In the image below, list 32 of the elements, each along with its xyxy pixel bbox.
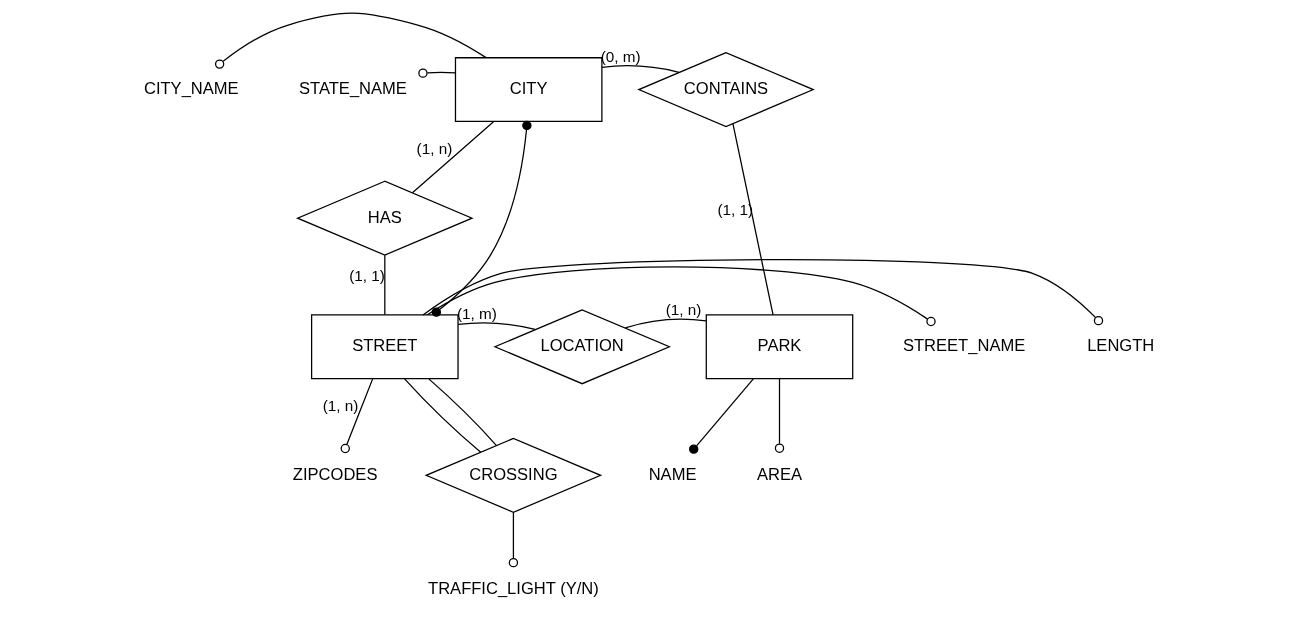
connector (774, 378, 784, 453)
connector (508, 512, 518, 568)
connector (688, 378, 754, 454)
node-box: STREET (310, 314, 459, 380)
connector (427, 378, 497, 446)
connector (731, 123, 774, 316)
connector (600, 65, 680, 73)
connector (214, 12, 487, 69)
connector (340, 378, 373, 454)
node-text: TRAFFIC_LIGHT (Y/N) (427, 579, 599, 599)
connector (624, 318, 707, 329)
edge-label: (1, 1) (348, 266, 385, 284)
connector (421, 259, 1103, 326)
node-text: AREA (756, 464, 802, 484)
connector (383, 254, 385, 316)
node-diamond: CROSSING (424, 437, 602, 513)
node-text: LENGTH (1086, 336, 1154, 356)
node-diamond: HAS (295, 180, 474, 256)
node-text: NAME (648, 464, 696, 484)
connector (456, 322, 536, 331)
edge-label: (1, n) (322, 397, 358, 415)
connector (403, 378, 481, 453)
node-text: STREET_NAME (902, 336, 1025, 356)
node-text: ZIPCODES (292, 464, 377, 484)
node-box: CITY (454, 57, 603, 123)
node-box: PARK (705, 314, 853, 380)
connector (411, 121, 494, 194)
node-text: STATE_NAME (298, 78, 407, 98)
node-text: CITY_NAME (143, 78, 239, 98)
edge-label: (1, n) (416, 139, 452, 157)
connector (417, 68, 456, 78)
connector (426, 266, 936, 327)
